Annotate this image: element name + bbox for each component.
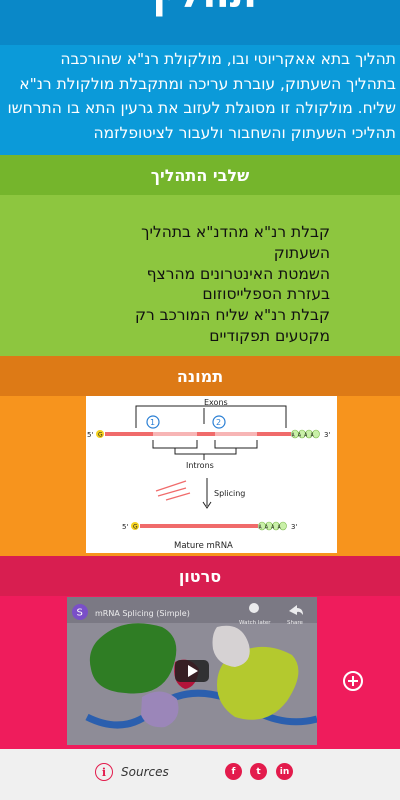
steps-section: קבלת רנ"א מהדנ"א בתהליך השעתוק השמטת האי… <box>0 195 400 356</box>
exons-bracket <box>135 405 287 416</box>
image-section: Exons 1 2 5' G AAAA 3' <box>0 396 400 556</box>
intro-paragraph: תהליך בתא אאקריוטי ובו, מולקולת רנ"א שהו… <box>7 50 396 142</box>
linkedin-icon[interactable]: in <box>276 763 293 780</box>
facebook-icon[interactable]: f <box>225 763 242 780</box>
splicing-diagram: Exons 1 2 5' G AAAA 3' <box>86 396 337 553</box>
excised-introns <box>155 480 191 501</box>
sources-label: Sources <box>121 765 169 779</box>
introns-bracket <box>152 440 258 449</box>
video-thumbnail: S mRNA Splicing (Simple) Watch later Sha… <box>67 597 317 745</box>
channel-avatar[interactable] <box>72 604 88 620</box>
step-item: קבלת רנ"א שליח המורכב רק מקטעים תפקודיים <box>134 306 330 345</box>
splicing-label: Splicing <box>214 489 245 498</box>
intro-section: תהליך בתא אאקריוטי ובו, מולקולת רנ"א שהו… <box>0 45 400 155</box>
marker-1-label: 1 <box>150 418 155 427</box>
tail-top: AAAA <box>292 433 317 439</box>
video-title[interactable]: mRNA Splicing (Simple) <box>95 609 190 618</box>
video-heading: סרטון <box>0 556 400 596</box>
introns-connector <box>174 448 237 460</box>
tail-bottom: AAAA <box>259 525 284 531</box>
cap-bottom-circle <box>131 522 139 530</box>
cap-top: G <box>98 432 103 439</box>
splicing-diagram-svg: Exons 1 2 5' G AAAA 3' <box>87 398 330 551</box>
video-section: S mRNA Splicing (Simple) Watch later Sha… <box>0 596 400 749</box>
prime5-bottom: 5' <box>122 523 128 531</box>
video-player[interactable]: S mRNA Splicing (Simple) Watch later Sha… <box>67 597 317 745</box>
exon-segment <box>197 432 215 436</box>
steps-heading: שלבי התהליך <box>0 155 400 195</box>
cap-top-circle <box>96 430 104 438</box>
share-icon[interactable] <box>289 605 303 615</box>
mature-mrna-label: Mature mRNA <box>174 541 233 551</box>
intron-segment <box>215 432 257 436</box>
marker-2-label: 2 <box>216 418 221 427</box>
plus-icon[interactable] <box>343 671 363 691</box>
prime5-top: 5' <box>87 431 93 439</box>
spliceosome-green-protein <box>89 623 177 694</box>
exon-segment <box>105 432 153 436</box>
exons-label: Exons <box>204 398 228 407</box>
poly-a-bottom <box>258 521 287 531</box>
steps-list: קבלת רנ"א מהדנ"א בתהליך השעתוק השמטת האי… <box>100 222 330 347</box>
marker-2-circle <box>212 415 226 429</box>
image-heading: תמונה <box>0 356 400 396</box>
title-band: תהליך <box>0 0 400 45</box>
rna-strand <box>85 689 317 729</box>
spliceosome-purple-protein <box>141 691 179 728</box>
play-icon <box>188 665 198 677</box>
share-label[interactable]: Share <box>287 620 303 626</box>
poly-a-top <box>291 429 320 439</box>
prime3-bottom: 3' <box>291 523 297 531</box>
marker-1-circle <box>146 415 160 429</box>
splicing-arrow-head <box>202 501 212 509</box>
step-item: השמטת האינטרונים מהרצף בעזרת הספלייסוזום <box>146 264 330 304</box>
prime3-top: 3' <box>324 431 330 439</box>
page-title: תהליך <box>0 0 400 16</box>
mature-strand <box>140 524 258 528</box>
introns-label: Introns <box>186 461 214 470</box>
info-icon: i <box>95 763 113 781</box>
watch-later-label[interactable]: Watch later <box>239 620 271 626</box>
twitter-icon[interactable]: t <box>250 763 267 780</box>
intron-segment <box>153 432 197 436</box>
cap-bottom: G <box>133 524 138 531</box>
spliceosome-white-protein <box>212 625 250 667</box>
exon-segment <box>257 432 291 436</box>
channel-initial: S <box>77 608 83 619</box>
sources-link[interactable]: i Sources <box>95 763 169 781</box>
step-item: קבלת רנ"א מהדנ"א בתהליך השעתוק <box>141 223 330 262</box>
clock-icon[interactable] <box>249 603 259 613</box>
footer: i Sources f t in <box>0 749 400 800</box>
